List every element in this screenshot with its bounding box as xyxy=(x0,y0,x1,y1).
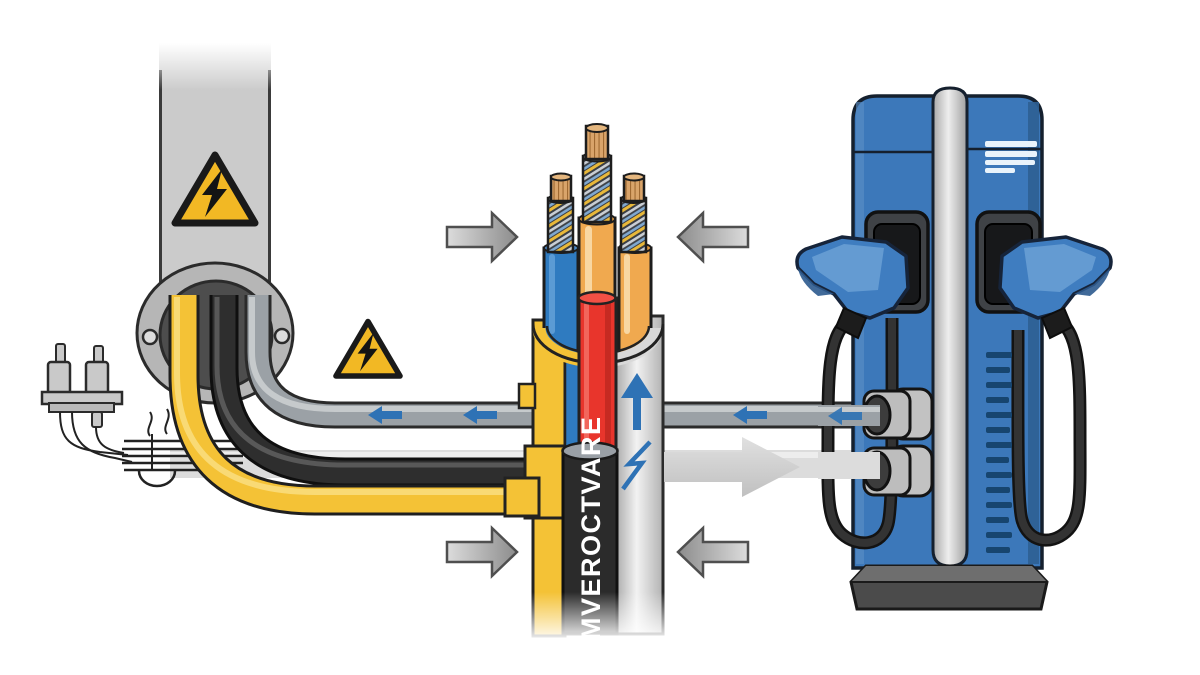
flow-arrow-right-icon xyxy=(664,437,800,497)
plug-terminal-icon xyxy=(40,343,133,463)
inward-arrows xyxy=(445,210,750,579)
yellow-cable-run xyxy=(168,295,545,516)
lightning-icon xyxy=(621,440,652,491)
bottom-fade xyxy=(512,592,687,652)
charging-station xyxy=(795,86,1113,611)
braid-shield xyxy=(546,196,575,254)
braid-shield xyxy=(581,154,613,224)
conductor-right xyxy=(617,172,653,359)
inlet-ports xyxy=(818,387,934,498)
pedestal-base xyxy=(849,564,1049,611)
inward-arrow-icon xyxy=(445,525,519,579)
cabinet-stripe xyxy=(931,86,969,568)
inward-arrow-icon xyxy=(676,525,750,579)
up-arrow-icon xyxy=(633,394,641,430)
display-screen xyxy=(985,141,1037,173)
black-cable-run xyxy=(209,295,590,487)
inward-arrow-icon xyxy=(445,210,519,264)
braid-shield xyxy=(619,196,648,254)
inward-arrow-icon xyxy=(676,210,750,264)
gray-pipe-run xyxy=(244,295,880,429)
conductor-left xyxy=(542,172,580,359)
cable-cutaway: MVEROCTVARE xyxy=(503,123,687,652)
sheath-markings xyxy=(621,373,653,491)
vent-grille xyxy=(986,352,1012,553)
red-core xyxy=(577,290,618,454)
